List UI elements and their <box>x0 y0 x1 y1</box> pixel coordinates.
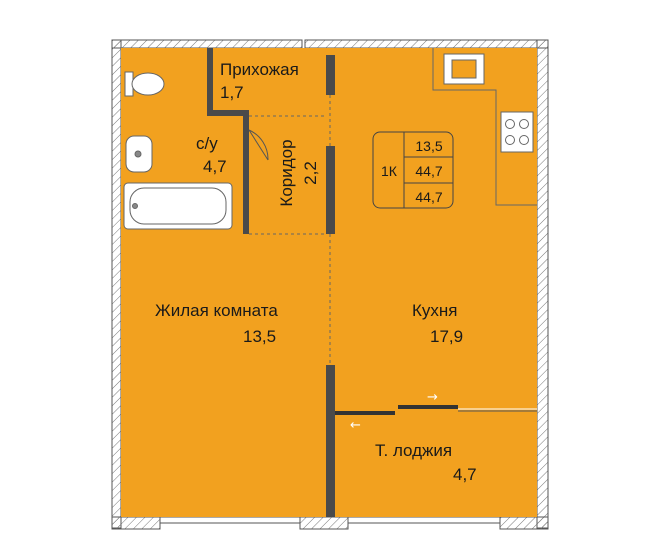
badge-total-area: 44,7 <box>415 189 442 205</box>
badge-usable-area: 44,7 <box>415 163 442 179</box>
loggia-area: 4,7 <box>453 465 477 484</box>
arrow-right-icon: → <box>427 390 438 405</box>
zone-boundaries <box>249 95 331 365</box>
loggia-partition: → ← <box>335 390 537 433</box>
kitchen-fixtures <box>432 48 537 206</box>
interior-walls <box>207 48 335 517</box>
bathroom-name: с/у <box>196 134 218 153</box>
bathroom-area: 4,7 <box>203 157 227 176</box>
kitchen-area: 17,9 <box>430 327 463 346</box>
badge-type: 1К <box>381 163 398 179</box>
bathroom-fixtures <box>123 71 233 230</box>
loggia-name: Т. лоджия <box>375 441 452 460</box>
kitchen-name: Кухня <box>412 301 458 320</box>
arrow-left-icon: ← <box>350 418 361 433</box>
apartment-badge: 1К 13,5 44,7 44,7 <box>372 131 454 209</box>
bathroom-door-icon <box>248 129 269 161</box>
toilet-bowl-icon <box>131 72 165 96</box>
corridor-name: Коридор <box>277 139 296 206</box>
exterior-walls <box>111 39 549 530</box>
hallway-name: Прихожая <box>220 60 299 79</box>
hallway-area: 1,7 <box>220 83 244 102</box>
living-room-name: Жилая комната <box>155 301 278 320</box>
corridor-area: 2,2 <box>301 161 320 185</box>
badge-living-area: 13,5 <box>415 138 442 154</box>
living-room-area: 13,5 <box>243 327 276 346</box>
stove-icon <box>500 111 534 153</box>
